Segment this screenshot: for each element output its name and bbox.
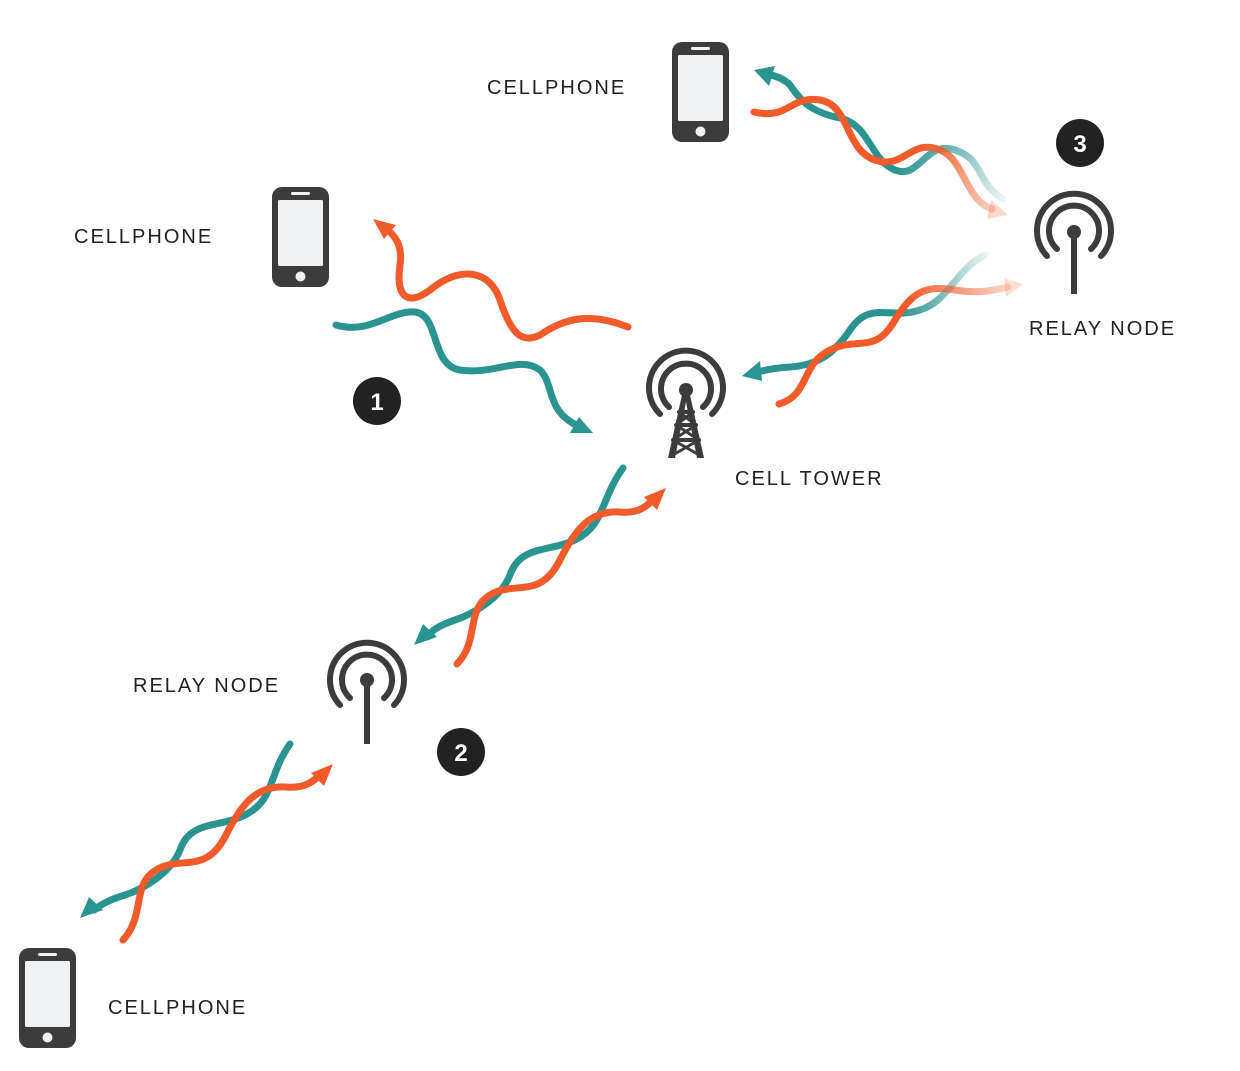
arrowhead-orange bbox=[987, 200, 1008, 219]
badge-2-number: 2 bbox=[454, 740, 467, 767]
label-relay-node-left: RELAY NODE bbox=[133, 675, 281, 697]
arrowhead-teal bbox=[754, 66, 775, 86]
arrowhead-orange bbox=[644, 488, 666, 510]
label-cell-tower: CELL TOWER bbox=[735, 468, 884, 490]
link-1-phone-tower bbox=[332, 219, 632, 433]
arrowhead-teal bbox=[414, 624, 437, 645]
link-2-relay-phone bbox=[80, 740, 333, 944]
smartphone-icon bbox=[19, 948, 76, 1048]
arrowhead-teal bbox=[742, 361, 762, 381]
orange-wave-relay-phone bbox=[119, 769, 326, 944]
label-cellphone-left: CELLPHONE bbox=[74, 226, 214, 248]
downlink-wave-teal bbox=[332, 308, 582, 430]
arrowhead-teal bbox=[80, 897, 103, 918]
teal-wave-relay-tower bbox=[754, 251, 989, 376]
link-2-tower-relay bbox=[414, 464, 666, 668]
relay-antenna-icon bbox=[1034, 190, 1114, 294]
badge-2: 2 bbox=[437, 728, 485, 776]
uplink-wave-orange bbox=[379, 222, 632, 342]
label-cellphone-bottom: CELLPHONE bbox=[108, 997, 248, 1019]
teal-wave-tower-relay bbox=[423, 464, 627, 641]
smartphone-icon bbox=[672, 42, 729, 142]
arrowhead-orange bbox=[373, 219, 396, 239]
badge-1-number: 1 bbox=[370, 389, 383, 416]
arrowhead-orange bbox=[1004, 278, 1023, 297]
label-relay-node-right: RELAY NODE bbox=[1029, 318, 1177, 340]
link-3-relay-phone bbox=[750, 66, 1008, 219]
relay-antenna-icon bbox=[327, 639, 407, 744]
teal-wave-relay-phone bbox=[766, 71, 1007, 203]
arrowhead-teal bbox=[570, 417, 593, 433]
link-3-tower-relay bbox=[742, 251, 1023, 408]
cell-tower-icon bbox=[646, 347, 726, 458]
smartphone-icon bbox=[272, 187, 329, 287]
teal-wave-relay-phone bbox=[90, 740, 294, 914]
badge-3: 3 bbox=[1056, 119, 1104, 167]
orange-wave-phone-relay bbox=[750, 95, 996, 213]
badge-3-number: 3 bbox=[1073, 131, 1086, 158]
arrowhead-orange bbox=[311, 764, 333, 786]
orange-wave-tower-relay bbox=[775, 283, 1012, 408]
orange-wave-tower-relay bbox=[453, 493, 660, 668]
badge-1: 1 bbox=[353, 377, 401, 425]
label-cellphone-top: CELLPHONE bbox=[487, 77, 627, 99]
